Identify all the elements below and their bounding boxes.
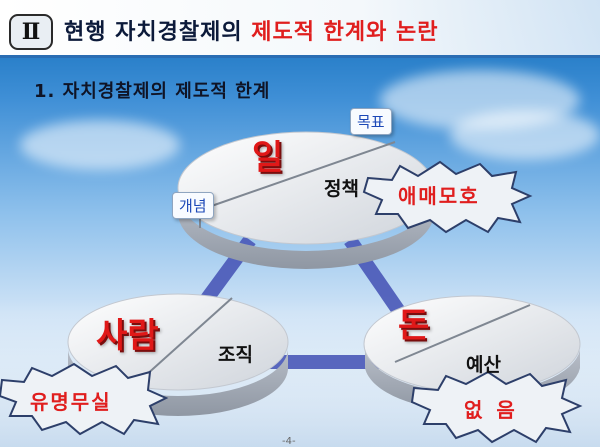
node-label-budget: 예산 (466, 354, 501, 376)
node-word-saram: 사람 (96, 316, 159, 356)
tag-goal: 목표 (350, 108, 392, 135)
burst-text-ambiguous: 애매모호 (398, 184, 480, 208)
title-bar (0, 0, 600, 58)
title-part-black: 현행 자치경찰제의 (64, 20, 243, 45)
burst-shape-left (0, 362, 169, 436)
burst-text-nominal: 유명무실 (30, 390, 112, 414)
title-underline (0, 55, 600, 58)
page-title: 현행 자치경찰제의 제도적 한계와 논란 (64, 14, 439, 46)
cloud-decoration (20, 120, 180, 170)
title-part-red: 제도적 한계와 논란 (251, 20, 439, 45)
node-label-organization: 조직 (218, 344, 253, 366)
node-label-policy: 정책 (324, 178, 359, 200)
tag-concept: 개념 (172, 192, 214, 219)
node-word-don: 돈 (398, 306, 430, 346)
node-word-il: 일 (252, 138, 284, 178)
page-number: -4- (282, 436, 296, 447)
burst-text-none: 없음 (464, 398, 529, 422)
burst-shape-right (410, 370, 583, 444)
cloud-decoration (450, 110, 600, 160)
section-number-box: Ⅱ (9, 14, 53, 50)
section-subtitle: 1. 자치경찰제의 제도적 한계 (34, 81, 271, 102)
burst-shape-top (362, 160, 533, 234)
